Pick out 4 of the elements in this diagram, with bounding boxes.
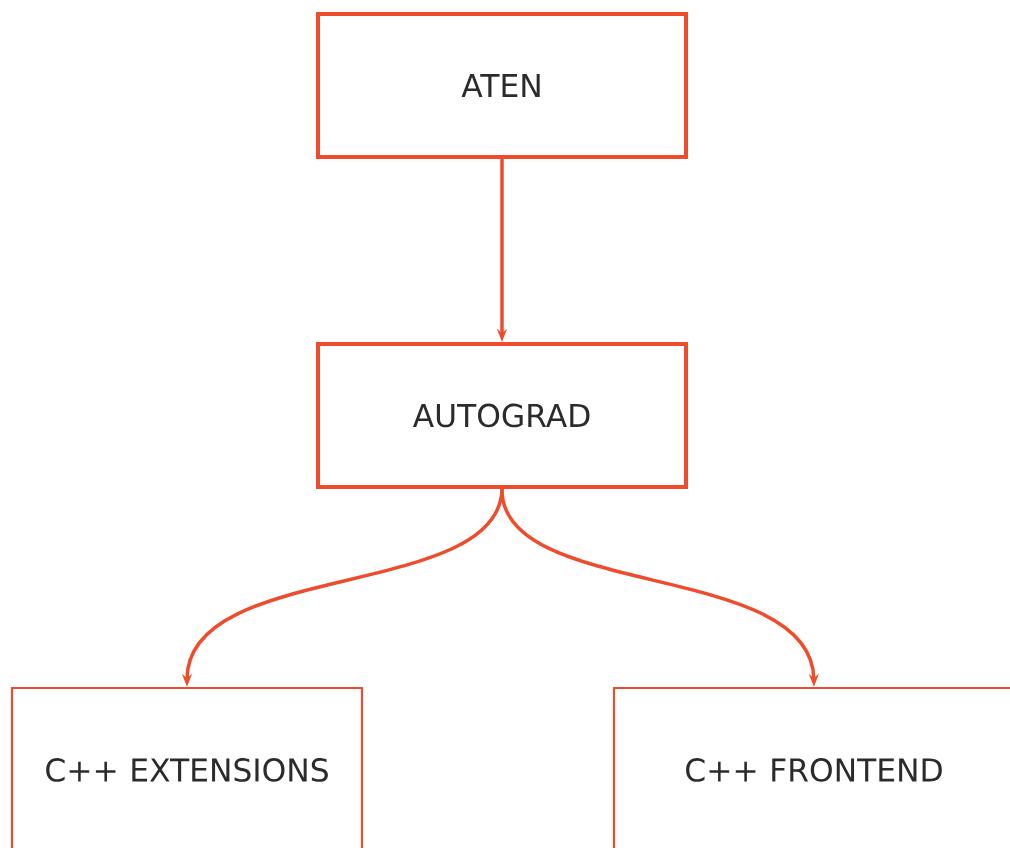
- component-box: ATEN: [316, 12, 688, 159]
- component-box: AUTOGRAD: [316, 342, 688, 489]
- component-box: C++ FRONTEND: [612, 686, 1010, 848]
- component-box: C++ EXTENSIONS: [10, 686, 364, 848]
